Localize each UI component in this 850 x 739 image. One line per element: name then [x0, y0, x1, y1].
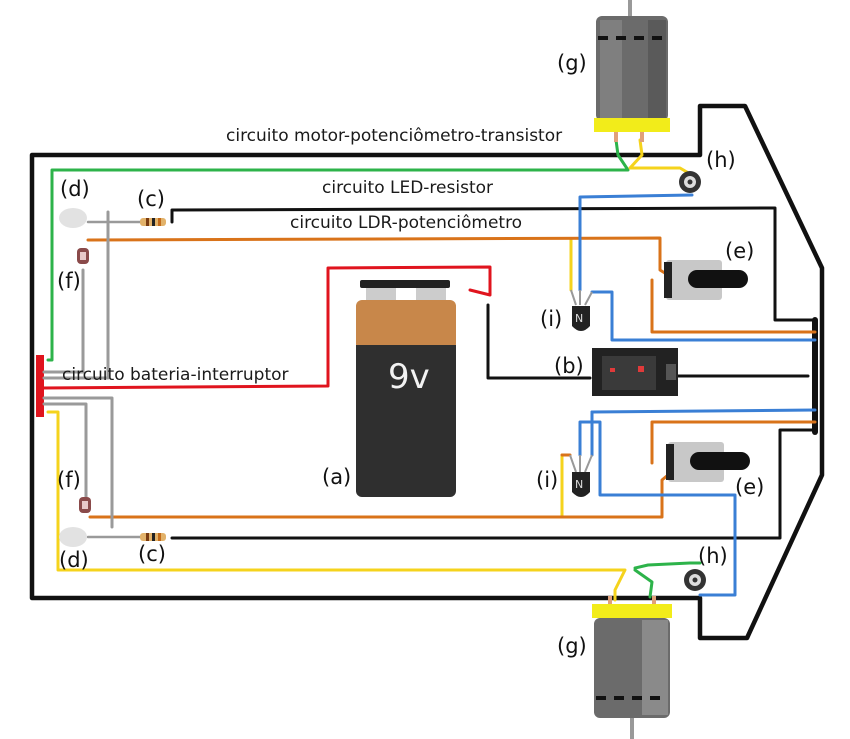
- tag-led-top: (d): [60, 177, 90, 201]
- green-wires: [46, 138, 702, 599]
- transistor-bottom-mark: N: [575, 478, 583, 491]
- resistor-bottom: [140, 533, 166, 541]
- chassis-outline: [29, 103, 825, 641]
- tag-diode-top: (h): [706, 148, 736, 172]
- tag-transistor-top: (i): [540, 307, 562, 331]
- battery-voltage: 9v: [388, 357, 430, 397]
- switch: [592, 348, 678, 396]
- transistor-top-mark: N: [575, 312, 583, 325]
- label-circuit-ldr: circuito LDR-potenciômetro: [290, 213, 522, 233]
- label-circuit-led: circuito LED-resistor: [322, 178, 493, 198]
- transistor-top: [570, 289, 593, 331]
- gray-leads: [42, 210, 142, 539]
- potentiometer-bottom: [666, 442, 750, 482]
- tag-led-bottom: (d): [59, 548, 89, 572]
- resistor-top: [140, 218, 166, 226]
- red-wires: [30, 265, 492, 422]
- tag-motor-bottom: (g): [557, 634, 587, 658]
- motor-top: [594, 0, 670, 142]
- tag-switch: (b): [554, 354, 584, 378]
- label-circuit-motor: circuito motor-potenciômetro-transistor: [226, 126, 562, 146]
- led-bottom: [59, 527, 87, 547]
- tag-resistor-bottom: (c): [138, 542, 166, 566]
- blue-wires: [578, 193, 817, 597]
- tag-ldr-bottom: (f): [57, 468, 81, 492]
- diode-top: [679, 171, 701, 193]
- tag-potentiometer-bottom: (e): [735, 475, 764, 499]
- label-circuit-battery: circuito bateria-interruptor: [62, 365, 289, 385]
- motor-bottom: [592, 596, 672, 739]
- transistor-bottom: [569, 454, 593, 497]
- tag-potentiometer-top: (e): [725, 239, 754, 263]
- potentiometer-top: [664, 260, 748, 300]
- led-top: [59, 208, 87, 228]
- battery: [356, 280, 456, 497]
- tag-battery: (a): [322, 465, 351, 489]
- tag-ldr-top: (f): [57, 269, 81, 293]
- yellow-wires: [46, 138, 694, 602]
- tag-transistor-bottom: (i): [536, 468, 558, 492]
- tag-motor-top: (g): [557, 51, 587, 75]
- diode-bottom: [684, 569, 706, 591]
- ldr-top: [77, 248, 89, 264]
- tag-diode-bottom: (h): [698, 544, 728, 568]
- tag-resistor-top: (c): [137, 187, 165, 211]
- ldr-bottom: [79, 497, 91, 513]
